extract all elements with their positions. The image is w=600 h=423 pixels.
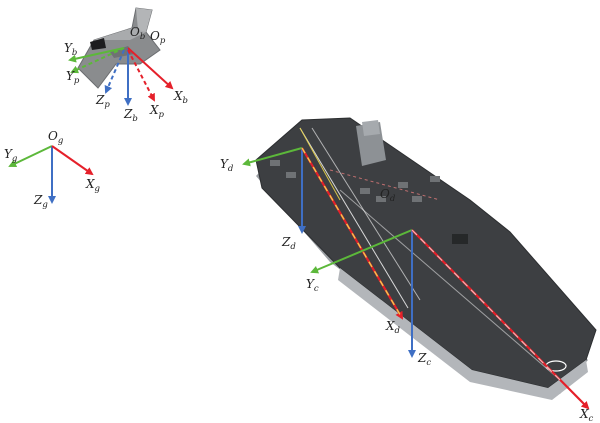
label-op: Op — [150, 29, 166, 46]
label-yb: Yb — [64, 41, 77, 58]
axis-yc — [310, 229, 413, 274]
label-xc: Xc — [579, 407, 594, 423]
label-xd: Xd — [385, 319, 401, 336]
aircraft-axes — [68, 47, 174, 106]
axis-yb — [68, 47, 125, 63]
label-zg: Zg — [33, 193, 48, 210]
label-yp: Yp — [66, 69, 80, 86]
axis-labels: Ob Op Yb Yp Zp Zb Xp Xb Og Yg Zg Xg Yd O… — [4, 25, 594, 423]
label-og: Og — [48, 129, 64, 146]
label-yd: Yd — [220, 157, 234, 174]
axis-yd — [242, 147, 303, 167]
axis-xp — [127, 49, 155, 102]
axis-xg — [51, 145, 94, 176]
label-xb: Xb — [173, 89, 188, 106]
ground-axes — [8, 145, 94, 204]
label-zp: Zp — [95, 93, 110, 110]
label-ob: Ob — [130, 25, 145, 42]
label-zd: Zd — [281, 235, 296, 252]
aircraft-icon — [77, 7, 161, 89]
axis-yg — [8, 145, 53, 168]
axis-xb — [127, 47, 174, 90]
label-zc: Zc — [417, 351, 431, 368]
label-od: Od — [380, 187, 396, 204]
axis-zp — [104, 49, 125, 94]
label-yg: Yg — [4, 147, 18, 164]
label-yc: Yc — [306, 277, 319, 294]
label-xg: Xg — [85, 177, 101, 194]
carrier-axes — [310, 229, 590, 410]
aircraft-carrier-icon — [255, 117, 597, 400]
axis-yp — [70, 47, 125, 74]
deck-axes — [242, 147, 404, 320]
label-xp: Xp — [149, 103, 165, 120]
label-zb: Zb — [123, 107, 138, 124]
axis-xd — [301, 147, 404, 320]
